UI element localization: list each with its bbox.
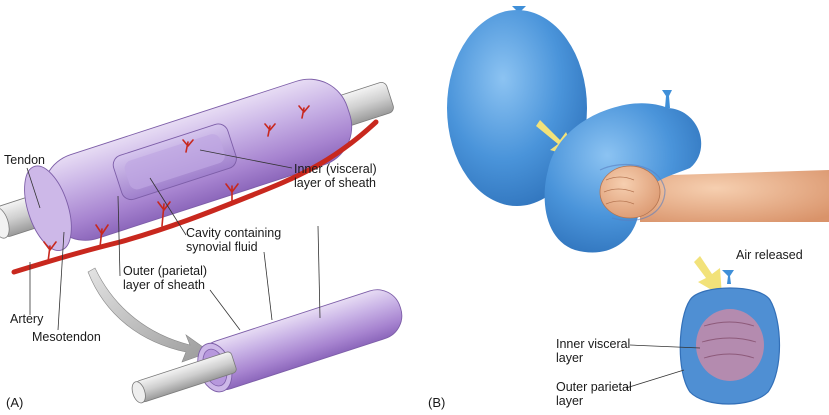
label-inner-visceral-line2: layer of sheath — [294, 176, 376, 190]
label-balloon-outer-line2: layer — [556, 394, 584, 408]
label-outer-parietal-line2: layer of sheath — [123, 278, 205, 292]
label-outer-parietal-line1: Outer (parietal) — [123, 264, 208, 278]
label-inner-visceral-layer-balloon: Inner visceral layer — [556, 337, 630, 365]
tendon-sheath-illustration — [0, 78, 403, 404]
label-air-released: Air released — [736, 248, 803, 262]
panel-letter-a: (A) — [6, 395, 24, 410]
label-cavity-line2: synovial fluid — [186, 240, 258, 254]
label-tendon: Tendon — [4, 153, 46, 167]
label-outer-parietal-layer-balloon: Outer parietal layer — [556, 380, 632, 408]
label-inner-visceral-layer: Inner (visceral) layer of sheath — [294, 162, 377, 190]
panel-letter-b: (B) — [428, 395, 446, 410]
balloon-analogy-illustration — [447, 6, 829, 405]
label-balloon-inner-line1: Inner visceral — [556, 337, 631, 351]
label-balloon-inner-line2: layer — [556, 351, 584, 365]
label-cavity-synovial-fluid: Cavity containing synovial fluid — [186, 226, 281, 254]
label-outer-parietal-layer: Outer (parietal) layer of sheath — [123, 264, 207, 292]
label-balloon-outer-line1: Outer parietal — [556, 380, 632, 394]
label-mesotendon: Mesotendon — [32, 330, 101, 344]
label-cavity-line1: Cavity containing — [186, 226, 282, 240]
label-inner-visceral-line1: Inner (visceral) — [294, 162, 377, 176]
label-artery: Artery — [10, 312, 44, 326]
